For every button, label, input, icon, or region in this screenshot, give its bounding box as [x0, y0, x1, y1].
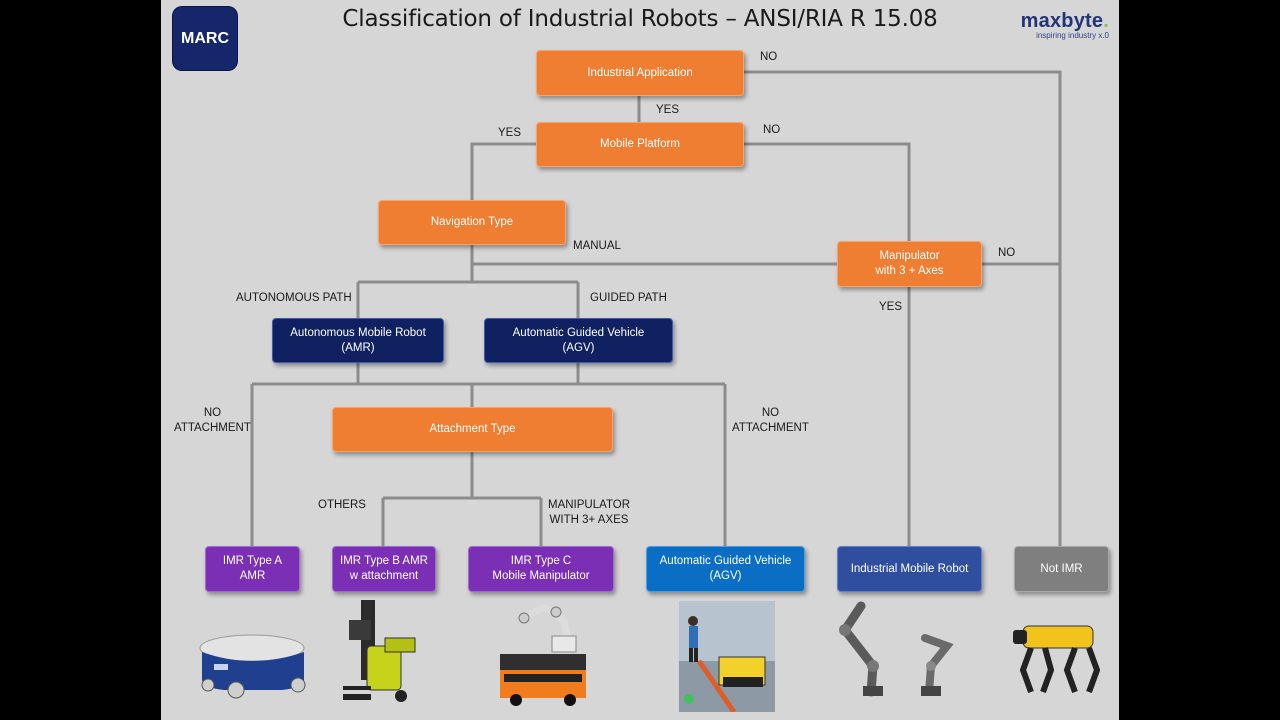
label-yes-platform: YES	[498, 127, 522, 139]
node-agv-line2: (AGV)	[562, 341, 595, 354]
label-guided-path: GUIDED PATH	[590, 292, 667, 304]
node-amr: Autonomous Mobile Robot (AMR)	[272, 318, 444, 363]
node-attachment-type: Attachment Type	[332, 407, 613, 452]
node-navigation-type: Navigation Type	[378, 200, 566, 245]
label-no-top: NO	[760, 51, 778, 63]
line-platform-yes	[470, 142, 536, 200]
node-mobile-platform-label: Mobile Platform	[600, 138, 680, 150]
label-no-attachment-left: NO ATTACHMENT	[174, 406, 251, 436]
label-no-attachment-right: NO ATTACHMENT	[732, 406, 809, 436]
line-app-no	[743, 70, 1062, 547]
maxbyte-dot: .	[1103, 10, 1109, 32]
node-imr-a-line1: IMR Type A	[222, 555, 283, 567]
node-industrial-application: Industrial Application	[536, 50, 744, 96]
pallet-stacker-icon	[343, 600, 416, 702]
node-amr-line2: (AMR)	[341, 341, 375, 354]
node-agv-bottom: Automatic Guided Vehicle (AGV)	[646, 546, 805, 592]
label-no-attachment-left-line2: ATTACHMENT	[174, 422, 251, 434]
node-navigation-type-label: Navigation Type	[430, 216, 514, 228]
node-agv-bottom-line1: Automatic Guided Vehicle	[659, 555, 792, 567]
label-manipulator-3-axes: MANIPULATOR WITH 3+ AXES	[548, 498, 630, 528]
node-industrial-mobile-robot-label: Industrial Mobile Robot	[850, 562, 969, 575]
maxbyte-tagline: inspiring industry x.0	[1036, 31, 1109, 40]
robot-arms-icon	[839, 601, 954, 697]
label-others: OTHERS	[318, 499, 366, 511]
node-imr-type-b: IMR Type B AMR w attachment	[332, 546, 436, 592]
node-imr-b-line2: w attachment	[349, 570, 419, 582]
line-platform-no	[743, 142, 911, 241]
node-agv-bottom-line2: (AGV)	[709, 570, 742, 582]
node-amr-line1: Autonomous Mobile Robot	[290, 326, 426, 339]
marc-logo: MARC	[173, 7, 237, 70]
node-imr-a-line2: AMR	[239, 570, 266, 582]
label-yes-app: YES	[656, 104, 680, 116]
node-manipulator-line2: with 3 + Axes	[875, 265, 944, 277]
node-attachment-type-label: Attachment Type	[429, 423, 516, 435]
label-no-manip: NO	[998, 247, 1016, 259]
label-no-attachment-right-line2: ATTACHMENT	[732, 422, 809, 434]
node-manipulator: Manipulator with 3 + Axes	[837, 241, 982, 287]
maxbyte-logo: maxbyte. inspiring industry x.0	[1021, 10, 1109, 40]
node-imr-c-line1: IMR Type C	[510, 555, 572, 567]
node-agv: Automatic Guided Vehicle (AGV)	[484, 318, 673, 363]
label-no-platform: NO	[763, 124, 781, 136]
node-imr-type-a: IMR Type A AMR	[205, 546, 300, 592]
node-imr-b-line1: IMR Type B AMR	[340, 555, 428, 567]
amr-robot-icon	[199, 634, 306, 699]
label-yes-manip: YES	[879, 301, 903, 313]
maxbyte-word: maxbyte	[1020, 10, 1104, 32]
label-autonomous-path: AUTONOMOUS PATH	[236, 292, 352, 304]
node-not-imr: Not IMR	[1014, 546, 1109, 592]
page-title: Classification of Industrial Robots – AN…	[342, 6, 938, 32]
node-not-imr-label: Not IMR	[1040, 562, 1083, 575]
slide: Classification of Industrial Robots – AN…	[161, 0, 1119, 720]
node-industrial-mobile-robot: Industrial Mobile Robot	[837, 546, 982, 592]
label-manipulator-3-axes-line1: MANIPULATOR	[548, 499, 631, 511]
label-manipulator-3-axes-line2: WITH 3+ AXES	[549, 514, 629, 526]
connector-lines	[250, 70, 1062, 547]
label-no-attachment-left-line1: NO	[203, 407, 222, 419]
node-mobile-platform: Mobile Platform	[536, 122, 744, 167]
node-manipulator-line1: Manipulator	[879, 250, 940, 262]
node-imr-c-line2: Mobile Manipulator	[492, 570, 590, 582]
label-manual: MANUAL	[573, 240, 621, 252]
agv-scene-icon	[679, 601, 775, 712]
mobile-manipulator-icon	[500, 604, 586, 706]
node-imr-type-c: IMR Type C Mobile Manipulator	[468, 546, 614, 592]
line-nav-manual	[470, 244, 837, 266]
label-no-attachment-right-line1: NO	[761, 407, 780, 419]
node-industrial-application-label: Industrial Application	[587, 66, 693, 79]
robot-dog-icon	[1013, 625, 1101, 694]
node-agv-line1: Automatic Guided Vehicle	[512, 326, 645, 339]
